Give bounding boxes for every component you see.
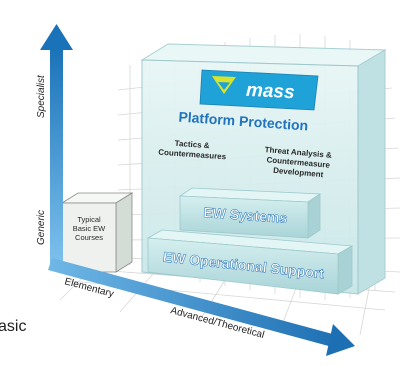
cropped-text-fragment: asic [0, 318, 26, 335]
threat-line-3: Development [273, 166, 324, 179]
basic-courses-line-1: Typical [77, 215, 101, 224]
mass-logo-text: mass [245, 80, 295, 104]
ew-systems-band: EW Systems [178, 187, 322, 239]
vertical-axis-arrow [40, 24, 73, 268]
horizontal-axis-arrow [48, 258, 355, 356]
y-axis-generic-label: Generic [36, 210, 47, 245]
tactics-line-1: Tactics & [174, 139, 210, 150]
platform-box: mass Platform Protection Tactics & Count… [140, 43, 387, 295]
basic-courses-line-2: Basic EW [73, 224, 106, 233]
basic-courses-box: Typical Basic EW Courses [60, 192, 134, 273]
basic-courses-line-3: Courses [75, 233, 103, 242]
mass-logo: mass [199, 69, 319, 111]
ew-operational-support-band: EW Operational Support [146, 229, 354, 295]
ew-systems-label: EW Systems [203, 204, 288, 226]
y-axis-specialist-label: Specialist [36, 74, 47, 118]
